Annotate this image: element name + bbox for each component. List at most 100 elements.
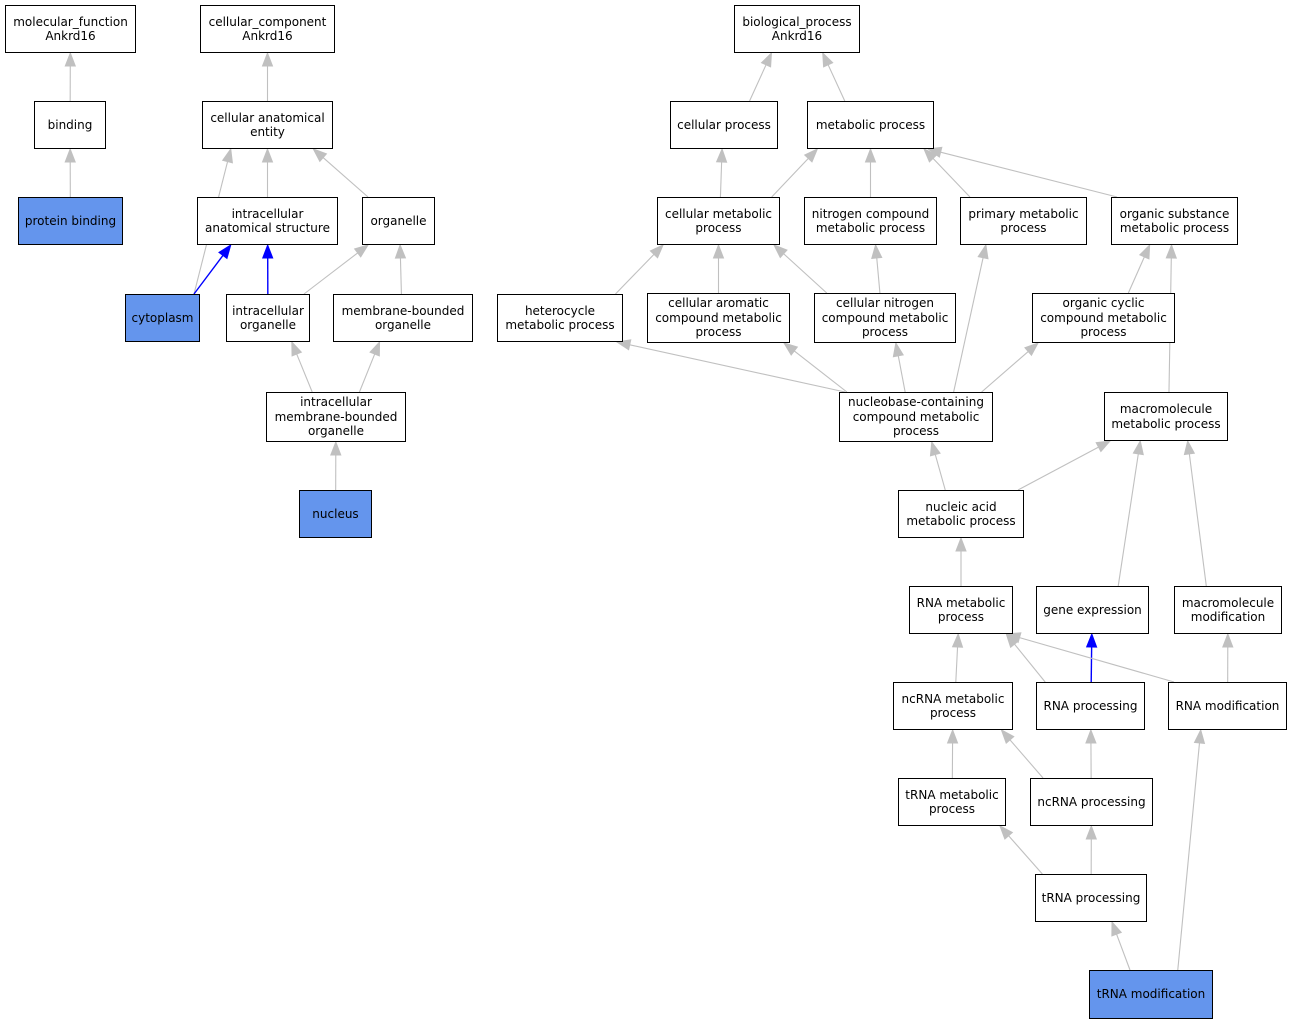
- node-label: RNA metabolic process: [916, 595, 1006, 625]
- node-cytoplasm[interactable]: cytoplasm: [125, 294, 200, 342]
- edge-line: [793, 350, 848, 393]
- node-rna-modification[interactable]: RNA modification: [1168, 682, 1287, 730]
- edge-arrowhead: [369, 340, 381, 357]
- node-label: cellular process: [677, 117, 771, 132]
- edge-arrowhead: [946, 728, 959, 744]
- edge-arrowhead: [261, 243, 274, 259]
- edge-arrowhead: [353, 244, 370, 258]
- node-molecular-function-root[interactable]: molecular_function Ankrd16: [5, 5, 136, 53]
- node-label: nitrogen compound metabolic process: [811, 206, 930, 236]
- node-cellular-anatomical-entity[interactable]: cellular anatomical entity: [202, 101, 333, 149]
- node-label: cellular nitrogen compound metabolic pro…: [821, 296, 949, 340]
- edge-arrowhead: [1085, 632, 1098, 648]
- edge-line: [296, 353, 313, 393]
- node-nitrogen-compound-metabolic-process[interactable]: nitrogen compound metabolic process: [804, 197, 937, 245]
- node-label: cellular metabolic process: [664, 206, 773, 236]
- edge-line: [932, 158, 971, 198]
- node-cellular-component-root[interactable]: cellular_component Ankrd16: [200, 5, 335, 53]
- edge-arrowhead: [1005, 632, 1022, 644]
- node-nucleobase-containing-compound-metabolic-process[interactable]: nucleobase-containing compound metabolic…: [839, 392, 993, 442]
- edge-line: [934, 454, 946, 491]
- node-label: nucleobase-containing compound metabolic…: [848, 395, 984, 439]
- node-label: protein binding: [24, 213, 117, 228]
- node-intracellular-organelle[interactable]: intracellular organelle: [226, 294, 310, 342]
- edge-line: [615, 253, 655, 295]
- node-intracellular-membrane-bounded-organelle[interactable]: intracellular membrane-bounded organelle: [266, 392, 406, 442]
- edge-line: [771, 158, 809, 198]
- edge-arrowhead: [1085, 824, 1098, 840]
- node-label: gene expression: [1043, 602, 1142, 617]
- edge-arrowhead: [782, 342, 799, 356]
- edge-arrowhead: [312, 148, 328, 163]
- node-label: RNA modification: [1175, 698, 1280, 713]
- node-intracellular-anatomical-structure[interactable]: intracellular anatomical structure: [197, 197, 338, 245]
- edge-arrowhead: [1193, 728, 1206, 744]
- edge-arrowhead: [955, 536, 967, 552]
- node-membrane-bounded-organelle[interactable]: membrane-bounded organelle: [333, 294, 473, 342]
- edge-line: [981, 351, 1029, 393]
- edge-line: [1014, 643, 1046, 683]
- edge-line: [1017, 446, 1099, 491]
- edge-line: [193, 254, 224, 295]
- edge-arrowhead: [772, 244, 788, 259]
- node-label: organic cyclic compound metabolic proces…: [1040, 296, 1167, 340]
- edge-line: [629, 344, 846, 393]
- node-label: membrane-bounded organelle: [341, 303, 465, 333]
- edge-line: [1008, 835, 1043, 875]
- node-macromolecule-modification[interactable]: macromolecule modification: [1174, 586, 1282, 634]
- edge-arrowhead: [394, 243, 407, 259]
- node-label: cellular_component Ankrd16: [208, 14, 327, 44]
- edge-arrowhead: [926, 146, 943, 158]
- node-label: biological_process Ankrd16: [742, 14, 852, 44]
- node-label: ncRNA metabolic process: [901, 691, 1005, 721]
- node-trna-modification[interactable]: tRNA modification: [1089, 970, 1213, 1019]
- node-label: cellular aromatic compound metabolic pro…: [655, 296, 782, 340]
- node-cellular-process[interactable]: cellular process: [670, 101, 778, 149]
- edge-arrowhead: [999, 824, 1014, 840]
- node-nucleus[interactable]: nucleus: [299, 490, 372, 538]
- node-nucleic-acid-metabolic-process[interactable]: nucleic acid metabolic process: [898, 490, 1024, 538]
- edge-arrowhead: [1085, 728, 1097, 744]
- node-primary-metabolic-process[interactable]: primary metabolic process: [960, 197, 1087, 245]
- node-ncrna-metabolic-process[interactable]: ncRNA metabolic process: [893, 682, 1013, 730]
- node-cellular-metabolic-process[interactable]: cellular metabolic process: [657, 197, 780, 245]
- edge-line: [358, 353, 376, 393]
- node-trna-metabolic-process[interactable]: tRNA metabolic process: [898, 778, 1006, 826]
- edge-arrowhead: [712, 243, 725, 259]
- node-trna-processing[interactable]: tRNA processing: [1035, 874, 1147, 922]
- node-ncrna-processing[interactable]: ncRNA processing: [1030, 778, 1153, 826]
- edge-arrowhead: [977, 243, 989, 260]
- node-biological-process-root[interactable]: biological_process Ankrd16: [734, 5, 860, 53]
- edge-arrowhead: [218, 243, 232, 260]
- node-rna-processing[interactable]: RNA processing: [1036, 682, 1145, 730]
- node-organic-substance-metabolic-process[interactable]: organic substance metabolic process: [1111, 197, 1238, 245]
- node-macromolecule-metabolic-process[interactable]: macromolecule metabolic process: [1104, 392, 1228, 441]
- node-label: metabolic process: [815, 117, 926, 132]
- node-label: organic substance metabolic process: [1119, 206, 1230, 236]
- edge-arrowhead: [1132, 439, 1144, 456]
- edge-arrowhead: [760, 51, 773, 68]
- edge-line: [1127, 256, 1145, 294]
- node-label: binding: [47, 117, 93, 132]
- node-protein-binding[interactable]: protein binding: [18, 197, 123, 245]
- edge-arrowhead: [1222, 632, 1234, 648]
- edge-arrowhead: [64, 147, 76, 163]
- node-metabolic-process[interactable]: metabolic process: [807, 101, 934, 149]
- node-gene-expression[interactable]: gene expression: [1036, 586, 1149, 634]
- edge-line: [303, 252, 359, 295]
- node-organic-cyclic-compound-metabolic-process[interactable]: organic cyclic compound metabolic proces…: [1032, 293, 1175, 343]
- edge-arrowhead: [715, 147, 728, 163]
- edge-line: [322, 157, 369, 198]
- edge-line: [827, 64, 846, 102]
- node-cellular-nitrogen-compound-metabolic-process[interactable]: cellular nitrogen compound metabolic pro…: [814, 293, 956, 343]
- node-heterocycle-metabolic-process[interactable]: heterocycle metabolic process: [497, 294, 623, 342]
- edge-arrowhead: [803, 147, 819, 163]
- node-label: cellular anatomical entity: [210, 110, 325, 140]
- node-label: heterocycle metabolic process: [505, 303, 615, 333]
- edge-arrowhead: [871, 243, 883, 259]
- node-cellular-aromatic-compound-metabolic-process[interactable]: cellular aromatic compound metabolic pro…: [647, 293, 790, 343]
- edge-arrowhead: [923, 147, 938, 163]
- node-rna-metabolic-process[interactable]: RNA metabolic process: [909, 586, 1013, 634]
- node-organelle[interactable]: organelle: [362, 197, 435, 245]
- node-binding[interactable]: binding: [34, 101, 106, 149]
